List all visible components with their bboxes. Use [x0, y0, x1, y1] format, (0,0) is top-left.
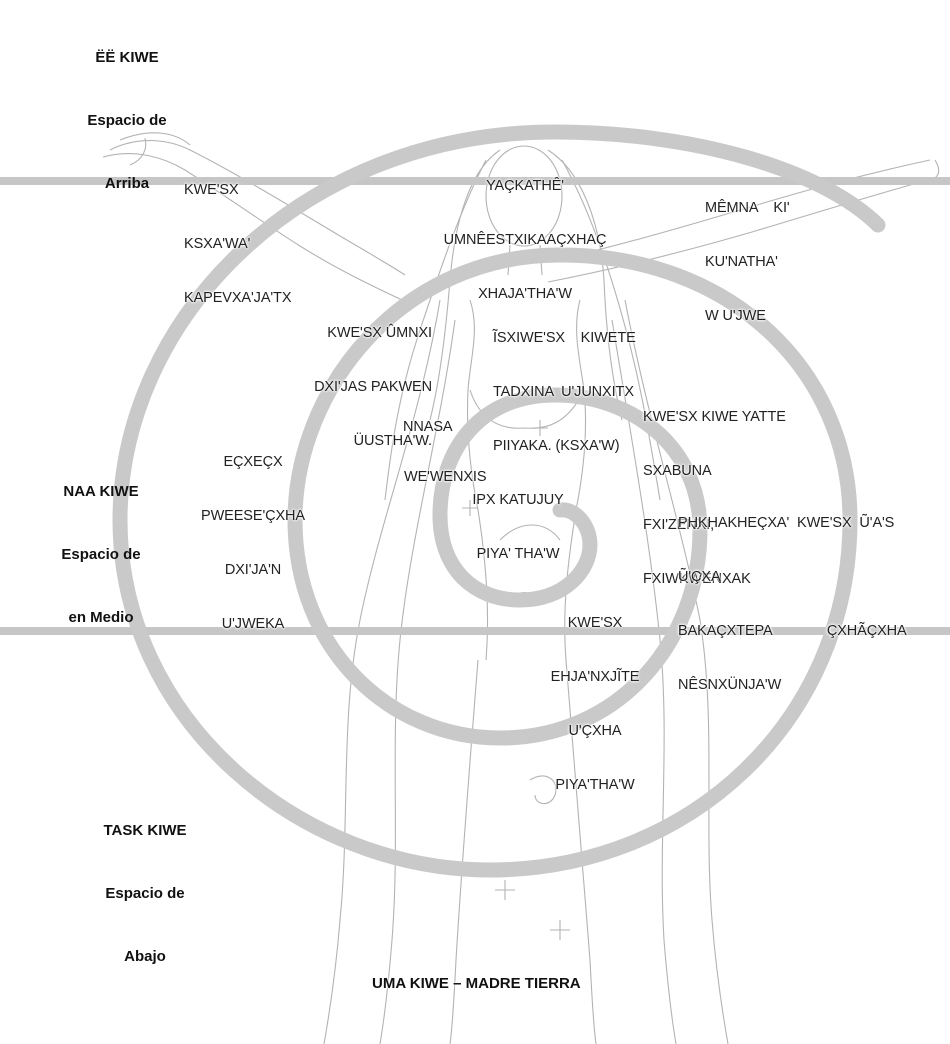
text-line: KWE'SX ÛMNXI: [327, 325, 432, 341]
text-line: SXABUNA: [643, 463, 712, 479]
text-block-kwesx-ksxawa: KWE'SX KSXA'WA' KAPEVXA'JA'TX: [184, 145, 291, 343]
text-line: MÊMNA KI': [705, 200, 790, 216]
text-line: BAKAÇXTEPA ÇXHÃÇXHA: [678, 623, 907, 639]
text-line: PWEESE'ÇXHA: [201, 508, 305, 524]
text-line: PIIYAKA. (KSXA'W): [493, 438, 620, 454]
lower-space-line2: Abajo: [124, 948, 166, 965]
text-line: KWE'SX KIWE YATTE: [643, 409, 786, 425]
lower-band: [0, 627, 950, 635]
upper-space-line2: Arriba: [104, 175, 150, 192]
text-line: KU'NATHA': [705, 254, 778, 270]
text-block-phkhakhe: PHKHAKHEÇXA' KWE'SX Ũ'A'S Ũ'ÇXA BAKAÇXTE…: [678, 478, 907, 730]
text-line: PIYA' THA'W: [476, 546, 560, 562]
upper-space-line1: Espacio de: [87, 112, 167, 129]
text-line: U'ÇXHA: [568, 723, 622, 739]
text-line: W U'JWE: [705, 308, 766, 324]
text-line: Ũ'ÇXA: [678, 569, 721, 585]
middle-space-label: NAA KIWE Espacio de en Medio: [46, 439, 156, 670]
middle-space-name: NAA KIWE: [63, 483, 139, 500]
upper-space-name: ËË KIWE: [95, 49, 159, 66]
text-line: ĨSXIWE'SX KIWETE: [493, 330, 636, 346]
text-line: EÇXEÇX: [223, 454, 283, 470]
text-line: NÊSNXÜNJA'W: [678, 677, 782, 693]
text-block-yatte: KWE'SX KIWE YATTE SXABUNA FXI'ZENXI, FXI…: [643, 372, 786, 624]
text-line: TADXINA U'JUNXITX: [493, 384, 634, 400]
text-block-yackathe: YAÇKATHÊ' UMNÊESTXIKAAÇXHAÇ XHAJA'THA'W: [430, 141, 620, 339]
text-block-ehjanx: KWE'SX EHJA'NXJĨTE U'ÇXHA PIYA'THA'W: [535, 578, 655, 830]
text-block-umnxi: KWE'SX ÛMNXI DXI'JAS PAKWEN ÜUSTHA'W.: [290, 288, 432, 486]
text-line: XHAJA'THA'W: [478, 286, 572, 302]
earth-title: UMA KIWE – MADRE TIERRA: [372, 975, 581, 992]
text-line: DXI'JA'N: [224, 562, 282, 578]
text-line: FXI'ZENXI,: [643, 517, 715, 533]
text-line: PHKHAKHEÇXA' KWE'SX Ũ'A'S: [678, 515, 895, 531]
text-line: FXIWKWENXAK: [643, 571, 751, 587]
upper-band: [0, 177, 950, 185]
text-line: KAPEVXA'JA'TX: [184, 290, 292, 306]
text-block-isxiwe: ĨSXIWE'SX KIWETE TADXINA U'JUNXITX PIIYA…: [493, 293, 636, 491]
text-line: KWE'SX: [567, 615, 623, 631]
spiral-line: [112, 124, 886, 878]
text-line: UMNÊESTXIKAAÇXHAÇ: [443, 232, 607, 248]
middle-space-line1: Espacio de: [61, 546, 141, 563]
text-line: YAÇKATHÊ': [486, 178, 564, 194]
middle-space-line2: en Medio: [68, 609, 134, 626]
text-line: NNASA: [403, 419, 453, 435]
text-line: KWE'SX: [184, 182, 239, 198]
text-line: ÜUSTHA'W.: [353, 433, 433, 449]
text-block-wewenxis: WE'WENXIS: [404, 432, 487, 522]
text-line: DXI'JAS PAKWEN: [314, 379, 432, 395]
lower-space-line1: Espacio de: [105, 885, 185, 902]
text-line: EHJA'NXJĨTE: [550, 669, 640, 685]
lower-space-label: TASK KIWE Espacio de Abajo: [90, 778, 200, 1009]
woman-illustration: [102, 132, 940, 1044]
text-block-memna: MÊMNA KI' KU'NATHA' W U'JWE: [705, 163, 790, 361]
text-block-ipx: IPX KATUJUY PIYA' THA'W: [463, 455, 573, 599]
text-block-nnasa: NNASA: [403, 382, 453, 472]
text-line: WE'WENXIS: [404, 469, 487, 485]
text-line: PIYA'THA'W: [555, 777, 635, 793]
text-line: U'JWEKA: [221, 616, 285, 632]
text-block-eqxeqx: EÇXEÇX PWEESE'ÇXHA DXI'JA'N U'JWEKA: [192, 417, 314, 669]
upper-space-label: ËË KIWE Espacio de Arriba: [72, 5, 182, 236]
text-line: IPX KATUJUY: [472, 492, 564, 508]
text-line: KSXA'WA': [184, 236, 251, 252]
lower-space-name: TASK KIWE: [103, 822, 187, 839]
